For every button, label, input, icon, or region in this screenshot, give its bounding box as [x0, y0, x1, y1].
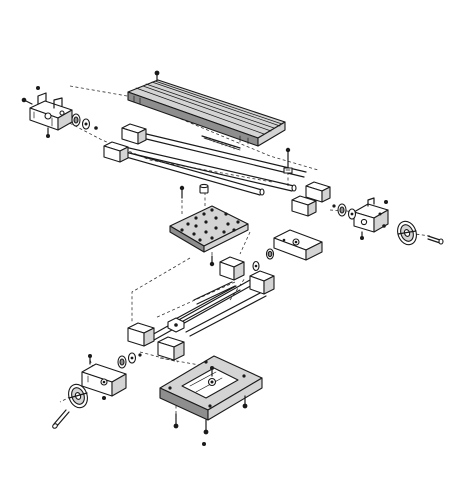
bearing-block — [305, 181, 331, 203]
bearing-block — [157, 336, 185, 361]
screw-icon — [21, 86, 50, 138]
upper-handwheel — [397, 220, 417, 246]
handle-icon — [427, 235, 444, 245]
lower-linear-bearing-blocks — [127, 256, 275, 361]
screw-icon — [179, 183, 215, 267]
long-screw-rod — [201, 135, 241, 151]
plate-hole-pattern — [180, 208, 240, 242]
upper-left-end-bracket — [29, 92, 73, 131]
screw-icon — [154, 70, 160, 81]
upper-right-end-bracket — [353, 197, 389, 233]
screw-icon — [360, 200, 388, 240]
lower-guide-rods — [149, 279, 267, 341]
lower-handwheel — [68, 383, 88, 409]
lower-nut-block — [273, 229, 323, 261]
bearing-block — [103, 141, 129, 163]
handle-icon — [52, 409, 70, 429]
screw-icon — [88, 354, 106, 400]
upper-linear-bearing-blocks — [103, 123, 331, 217]
screw-icon — [283, 147, 293, 174]
nut-icon — [167, 317, 185, 333]
upper-guide-rods — [111, 131, 307, 196]
bearing-block — [291, 195, 317, 217]
bearing-block — [121, 123, 147, 145]
bearing-icon — [252, 248, 275, 272]
middle-carriage-plate — [169, 205, 249, 253]
bearing-icon — [332, 203, 357, 220]
bearing-block — [127, 322, 155, 347]
lower-left-end-bracket — [81, 363, 127, 397]
bearing-icon — [71, 113, 98, 130]
bearing-block — [219, 256, 245, 281]
screw-icon — [173, 366, 248, 446]
base-plate — [159, 355, 263, 421]
bearing-icon — [117, 352, 142, 369]
t-slot-table — [127, 79, 286, 147]
bearing-block — [249, 270, 275, 295]
